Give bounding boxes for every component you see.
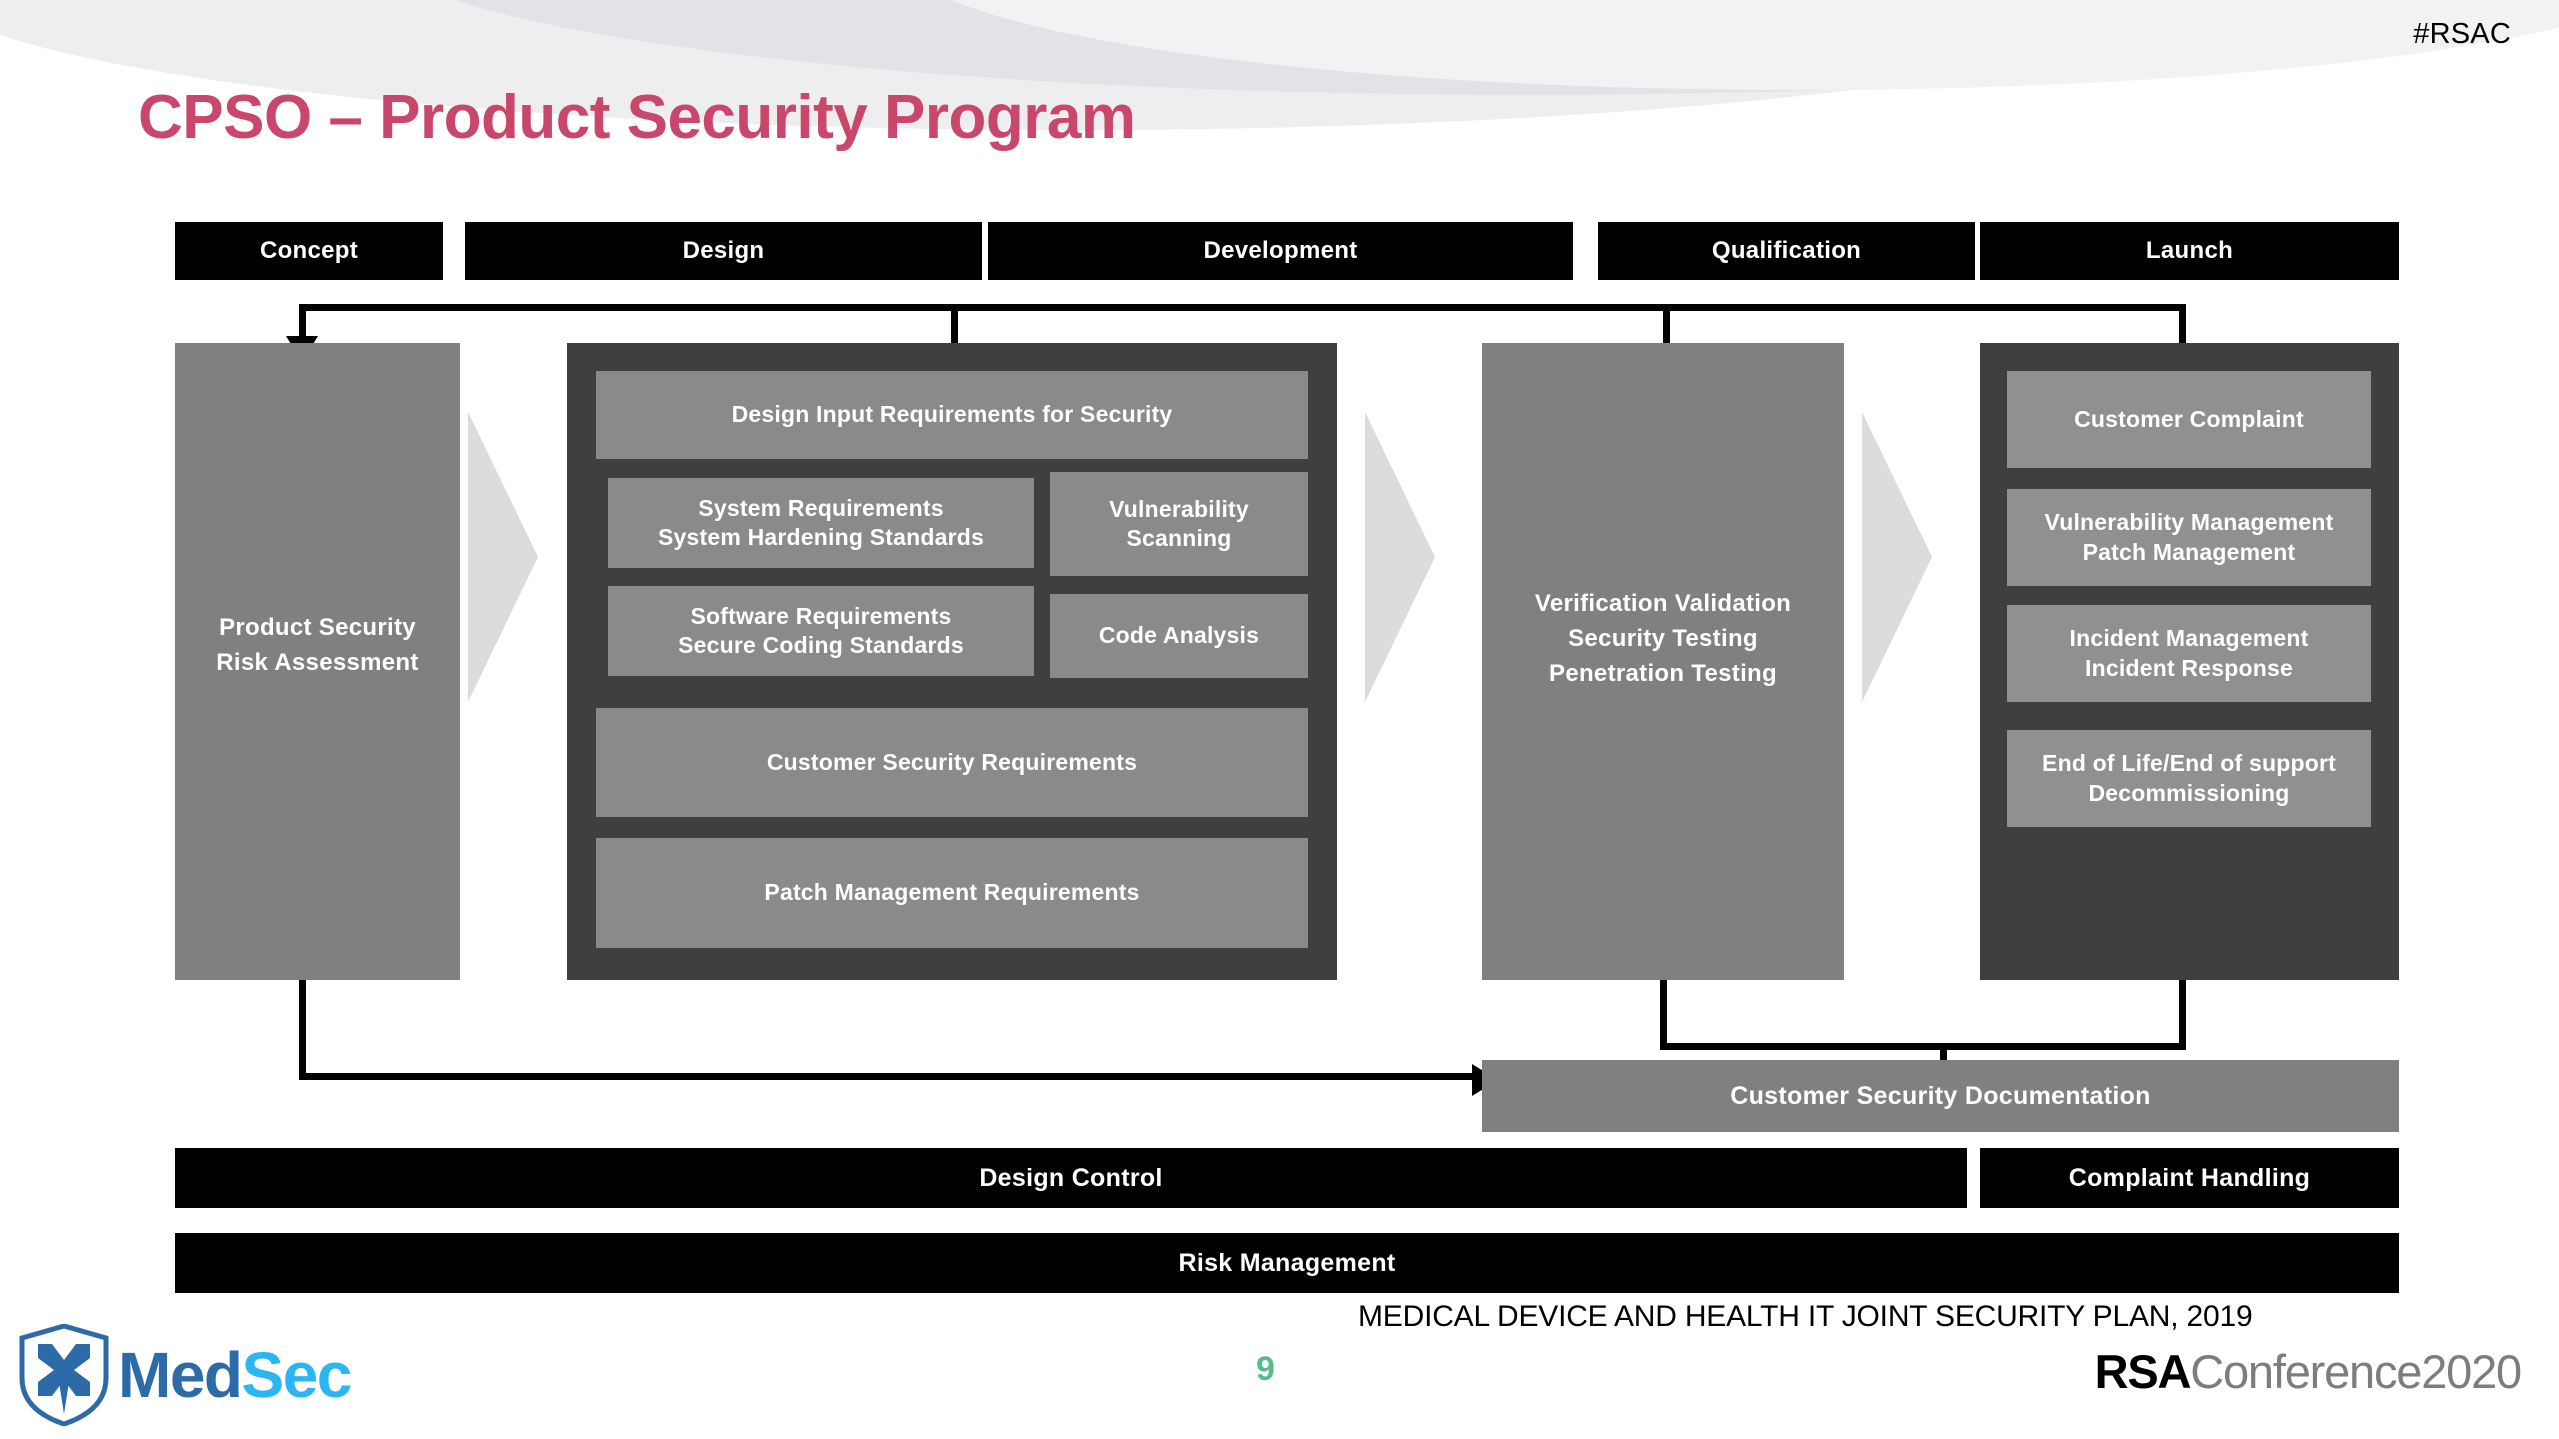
page-title: CPSO – Product Security Program [138,83,1136,152]
qualification-label-line-3: Penetration Testing [1549,659,1777,687]
design-box-system-requirements: System Requirements System Hardening Sta… [608,478,1034,568]
connector-drop-design [951,304,958,344]
qualification-label-line-1: Verification Validation [1534,590,1792,617]
connector-drop-launch [2179,304,2186,344]
concept-label-line-1: Product Security [219,614,416,641]
band-design-control: Design Control [175,1148,1967,1208]
chevron-concept-to-design [468,412,538,702]
rsac-hashtag: #RSAC [2413,18,2511,50]
design-box-customer-security-requirements: Customer Security Requirements [596,708,1308,817]
band-risk-management: Risk Management [175,1233,2399,1293]
launch-box-incident-management: Incident Management Incident Response [2007,605,2371,702]
stage-panel-qualification: Verification Validation Security Testing… [1482,343,1844,980]
qualification-label-line-2: Security Testing [1568,624,1758,652]
phase-header-development: Development [988,222,1573,280]
medsec-logo: MedSec [18,1321,352,1429]
rsa-conference-logo-rest: Conference2020 [2190,1345,2522,1398]
medsec-shield-icon [19,1324,109,1426]
concept-panel-label: Product Security Risk Assessment [175,611,460,681]
rsa-conference-logo-rsa: RSA [2094,1345,2192,1398]
chevron-qualification-to-launch [1862,412,1932,702]
design-box-design-input-requirements: Design Input Requirements for Security [596,371,1308,459]
customer-security-documentation-bar: Customer Security Documentation [1482,1060,2399,1132]
phase-header-launch: Launch [1980,222,2399,280]
connector-concept-right [299,1073,1479,1080]
page-number: 9 [1256,1350,1275,1388]
qualification-panel-label: Verification Validation Security Testing… [1482,587,1844,691]
design-box-code-analysis: Code Analysis [1050,594,1308,678]
medsec-wordmark: MedSec [118,1343,352,1407]
connector-top-trunk [302,304,2182,311]
band-complaint-handling: Complaint Handling [1980,1148,2399,1208]
launch-box-customer-complaint: Customer Complaint [2007,371,2371,468]
phase-header-concept: Concept [175,222,443,280]
launch-box-end-of-life: End of Life/End of support Decommissioni… [2007,730,2371,827]
medsec-word-med: Med [118,1339,243,1411]
phase-header-design: Design [465,222,982,280]
source-credit: MEDICAL DEVICE AND HEALTH IT JOINT SECUR… [1358,1300,2253,1333]
phase-header-qualification: Qualification [1598,222,1975,280]
connector-bottom-trunk [1660,1043,2186,1050]
connector-concept-down [299,980,306,1080]
stage-panel-concept: Product Security Risk Assessment [175,343,460,980]
chevron-design-to-qualification [1365,412,1435,702]
connector-drop-concept [299,304,306,342]
design-box-vulnerability-scanning: Vulnerability Scanning [1050,472,1308,576]
connector-launch-down [2179,980,2186,1050]
medsec-word-sec: Sec [241,1339,353,1411]
connector-qualification-down [1660,980,1667,1050]
design-box-software-requirements: Software Requirements Secure Coding Stan… [608,586,1034,676]
launch-box-vulnerability-management: Vulnerability Management Patch Managemen… [2007,489,2371,586]
design-box-patch-management-requirements: Patch Management Requirements [596,838,1308,948]
connector-drop-qualification [1663,304,1670,344]
rsa-conference-logo: RSAConference2020 [2094,1345,2523,1398]
concept-label-line-2: Risk Assessment [216,648,419,676]
